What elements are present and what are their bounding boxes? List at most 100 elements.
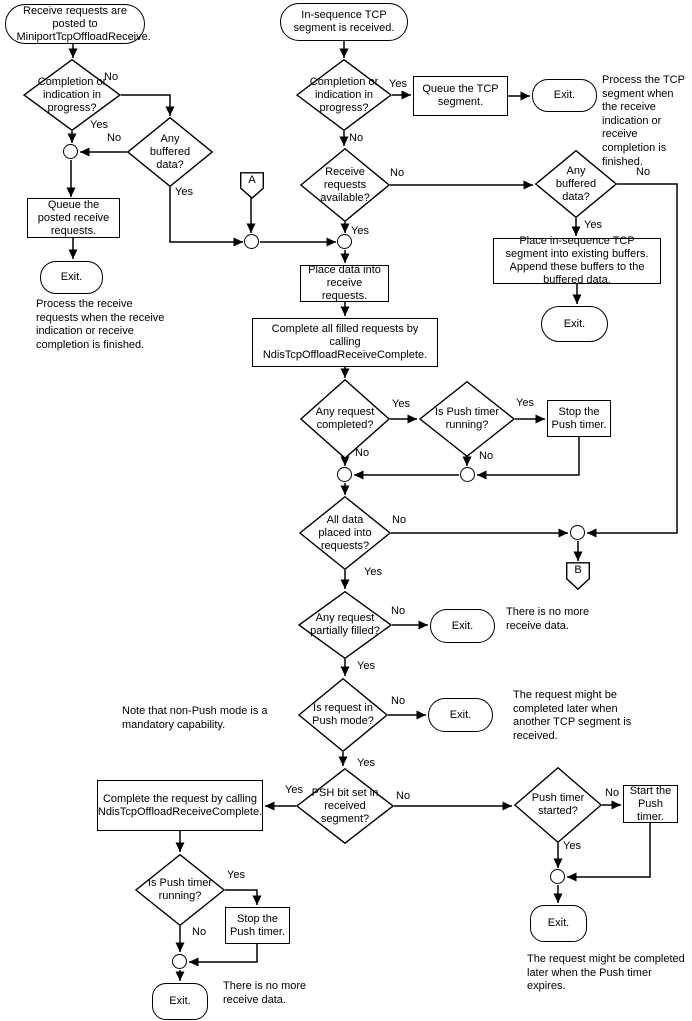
edge-label-yes: Yes [357,757,375,769]
exit-terminator-timer: Exit. [530,905,587,942]
decision-all-data-placed-label: All data placed into requests? [318,513,372,552]
edge-label-yes: Yes [357,660,375,672]
process-place-inseq-segment: Place in-sequence TCP segment into exist… [493,235,661,286]
start-inseq-segment-received: In-sequence TCP segment is received. [280,3,408,41]
process-place-data-label: Place data into receive requests. [308,264,381,302]
decision-any-request-completed-label: Any request completed? [315,406,375,431]
exit-terminator-not-push-mode: Exit. [428,698,493,732]
exit-terminator-queued-segment: Exit. [532,79,597,112]
edge-label-yes: Yes [584,219,602,231]
process-complete-request: Complete the request by calling NdisTcpO… [97,780,263,831]
edge-label-yes: Yes [516,397,534,409]
process-place-data: Place data into receive requests. [300,264,389,302]
decision-psh-bit-set: PSH bit set in received segment? [296,768,394,844]
annotation-note-non-push: Note that non-Push mode is a mandatory c… [122,705,268,731]
exit-label: Exit. [451,619,474,632]
exit-label: Exit. [169,995,191,1007]
annotation-process-receive: Process the receive requests when the re… [36,298,165,351]
decision-push-timer-running-bottom: Is Push timer running? [135,854,225,926]
annotation-completed-later-timer: The request might be completed later whe… [527,953,685,993]
decision-push-timer-running-top-label: Is Push timer running? [434,406,500,431]
decision-psh-bit-set-label: PSH bit set in received segment? [311,786,379,825]
edge-label-yes: Yes [90,119,108,131]
process-complete-request-label: Complete the request by calling NdisTcpO… [97,792,263,818]
edge-label-no: No [355,447,370,459]
edge-label-yes: Yes [227,869,245,881]
process-complete-all-filled-label: Complete all filled requests by calling … [262,323,428,361]
process-place-inseq-segment-label: Place in-sequence TCP segment into exist… [505,235,649,286]
decision-push-timer-started: Push timer started? [514,767,602,843]
edge-label-yes: Yes [351,225,369,237]
annotation-no-more-data-mid: There is no more receive data. [506,606,590,632]
process-queue-tcp-segment: Queue the TCP segment. [413,76,508,116]
decision-push-timer-running-top: Is Push timer running? [419,381,515,457]
diamond-shape-icon [535,150,617,218]
decision-any-buffered-left: Any buffered data? [127,117,213,187]
process-queue-posted-requests-label: Queue the posted receive requests. [37,198,110,237]
process-start-push-timer: Start the Push timer. [623,785,678,823]
edge-label-no: No [107,132,122,144]
edge-label-no: No [104,71,119,83]
junction-circle [550,869,565,884]
junction-circle [63,144,78,159]
decision-all-data-placed: All data placed into requests? [299,496,391,570]
edge-label-no: No [605,787,620,799]
exit-terminator-buffered: Exit. [541,306,608,342]
decision-push-timer-running-bottom-label: Is Push timer running? [147,877,213,902]
diamond-shape-icon [298,678,388,752]
pentagon-connector-icon [566,562,590,590]
diamond-shape-icon [514,767,602,843]
process-queue-tcp-segment-label: Queue the TCP segment. [422,83,499,108]
edge-label-yes: Yes [364,566,382,578]
diamond-shape-icon [23,59,121,131]
junction-circle [337,234,352,249]
process-stop-push-timer-top-label: Stop the Push timer. [551,405,607,431]
decision-any-partially-filled-label: Any request partially filled? [310,612,380,637]
pentagon-connector-icon [240,172,264,199]
process-stop-push-timer-top: Stop the Push timer. [547,400,611,437]
decision-request-in-push-mode-label: Is request in Push mode? [312,702,374,727]
decision-push-timer-started-label: Push timer started? [531,792,585,817]
diamond-shape-icon [135,854,225,926]
decision-any-partially-filled: Any request partially filled? [298,591,392,659]
diamond-shape-icon [296,768,394,844]
start-receive-requests-posted: Receive requests are posted to MiniportT… [5,4,151,44]
diamond-shape-icon [419,381,515,457]
exit-label: Exit. [547,917,570,929]
edge-label-no: No [192,926,207,938]
edge-label-no: No [396,790,411,802]
decision-any-request-completed: Any request completed? [300,379,390,459]
process-stop-push-timer-bottom-label: Stop the Push timer. [229,912,286,938]
connector-b: B [566,562,590,590]
decision-completion-mid: Completion or indication in progress? [296,59,392,131]
diamond-shape-icon [299,496,391,570]
diamond-shape-icon [300,148,390,222]
edge-label-yes: Yes [392,398,410,410]
annotation-completed-later-segment: The request might be completed later whe… [513,689,632,742]
edge-label-no: No [636,166,651,178]
annotation-process-tcp: Process the TCP segment when the receive… [602,74,685,168]
junction-circle [460,467,475,482]
connector-a-label: A [248,174,256,186]
exit-label: Exit. [60,271,83,283]
junction-circle [172,954,187,969]
junction-circle [337,467,352,482]
decision-any-buffered-right: Any buffered data? [535,150,617,218]
edge-label-yes: Yes [175,186,193,198]
edge-label-no: No [391,695,406,707]
exit-label: Exit. [553,89,576,101]
diamond-shape-icon [298,591,392,659]
junction-circle [244,234,259,249]
decision-receive-requests-available-label: Receive requests available? [320,165,370,204]
exit-label: Exit. [563,317,586,330]
process-complete-all-filled: Complete all filled requests by calling … [252,318,438,367]
connector-b-label: B [574,564,582,576]
edge-label-yes: Yes [285,784,303,796]
decision-receive-requests-available: Receive requests available? [300,148,390,222]
edge-label-yes: Yes [563,840,581,852]
edge-label-no: No [390,167,405,179]
exit-terminator-no-partial: Exit. [430,609,495,643]
decision-completion-left: Completion or indication in progress? [23,59,121,131]
